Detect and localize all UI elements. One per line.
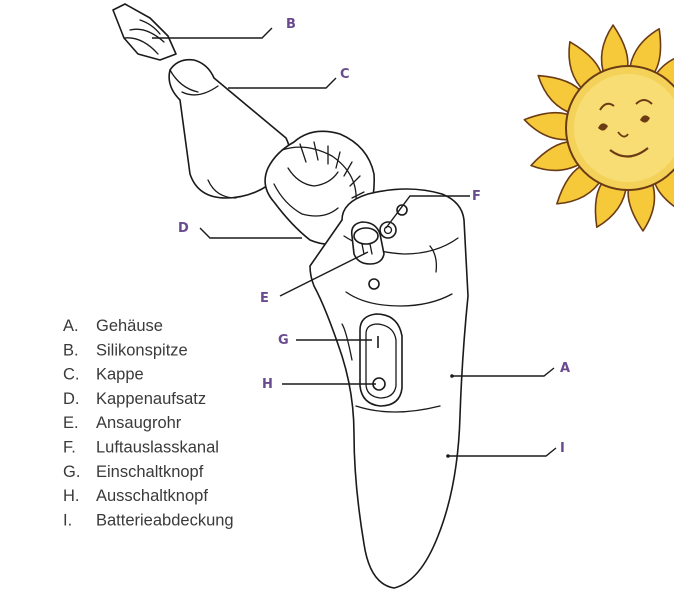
legend-letter: B. xyxy=(63,341,79,359)
legend-letter: G. xyxy=(63,463,80,481)
callout-a: A xyxy=(560,361,570,376)
legend-letter: A. xyxy=(63,317,79,335)
legend-item: I. Batterieabdeckung xyxy=(63,511,234,529)
legend-item: F. Luftauslasskanal xyxy=(63,439,219,457)
callout-h: H xyxy=(262,377,273,392)
callout-b: B xyxy=(286,17,296,32)
legend-letter: I. xyxy=(63,511,72,529)
legend-item: C. Kappe xyxy=(63,366,144,384)
callout-d: D xyxy=(178,221,189,236)
legend-label: Ausschaltknopf xyxy=(96,487,208,505)
device-body xyxy=(310,189,468,588)
legend-letter: H. xyxy=(63,487,80,505)
legend-label: Luftauslasskanal xyxy=(96,439,219,457)
legend-label: Kappe xyxy=(96,366,144,384)
smiling-sun-icon xyxy=(524,25,674,231)
callout-g: G xyxy=(278,333,289,348)
legend-label: Kappenaufsatz xyxy=(96,390,206,408)
callout-e: E xyxy=(260,291,269,306)
callout-c: C xyxy=(340,67,350,82)
legend-letter: C. xyxy=(63,366,80,384)
legend-label: Gehäuse xyxy=(96,317,163,335)
legend-item: B. Silikonspitze xyxy=(63,341,188,359)
legend-letter: E. xyxy=(63,414,79,432)
silicone-tip xyxy=(113,4,176,60)
legend-item: D. Kappenaufsatz xyxy=(63,390,206,408)
legend-item: E. Ansaugrohr xyxy=(63,414,182,432)
legend-item: A. Gehäuse xyxy=(63,317,163,335)
callout-i: I xyxy=(560,441,565,456)
legend-letter: D. xyxy=(63,390,80,408)
legend-letter: F. xyxy=(63,439,76,457)
legend-item: H. Ausschaltknopf xyxy=(63,487,208,505)
legend-label: Einschaltknopf xyxy=(96,463,204,481)
callout-f: F xyxy=(472,189,481,204)
legend-label: Batterieabdeckung xyxy=(96,511,234,529)
legend-label: Silikonspitze xyxy=(96,341,188,359)
legend-item: G. Einschaltknopf xyxy=(63,463,204,481)
legend-label: Ansaugrohr xyxy=(96,414,182,432)
